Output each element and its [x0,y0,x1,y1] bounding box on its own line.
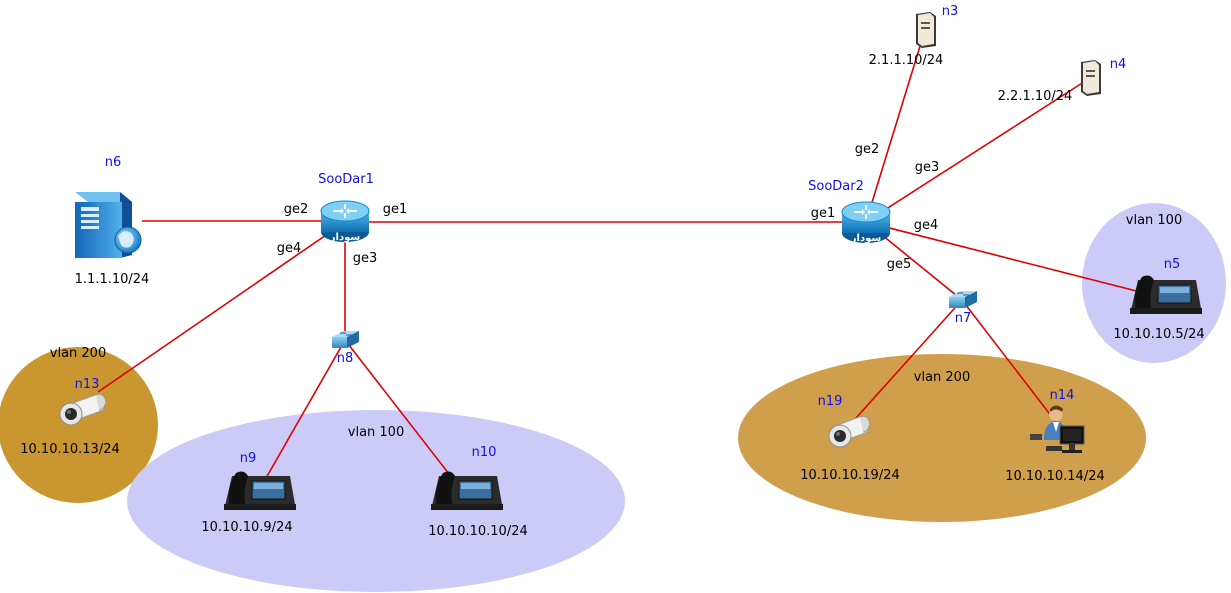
vlan-label-left-100: vlan 100 [348,425,404,440]
link-n7-n14[interactable] [961,299,1063,431]
node-n3[interactable]: n3 2.1.1.10/24 [869,4,959,68]
node-id-n19: n19 [818,394,843,409]
node-id-n5: n5 [1164,257,1181,272]
node-id-n10: n10 [472,445,497,460]
node-id-n9: n9 [240,451,257,466]
camera-icon [828,415,871,448]
router-icon: سودار [320,200,370,243]
iface-soodar2-ge5: ge5 [887,257,912,272]
vlan100-left-area [127,410,625,592]
node-n6[interactable]: n6 1.1.1.10/24 [75,155,150,287]
router-icon: سودار [841,201,891,244]
router-soodar2[interactable]: سودار SooDar2 [808,179,891,244]
node-n19[interactable]: n19 10.10.10.19/24 [800,394,900,483]
node-n8[interactable]: n8 [332,331,359,366]
node-n13[interactable]: n13 10.10.10.13/24 [20,377,120,457]
iface-soodar2-ge4: ge4 [914,218,939,233]
ip-phone-icon [1130,275,1202,314]
vlan-areas [0,203,1226,592]
iface-soodar1-ge2: ge2 [284,202,309,217]
ip-label-n9: 10.10.10.9/24 [201,520,292,535]
ip-phone-icon [431,471,503,510]
ip-phone-icon [224,471,296,510]
iface-soodar1-ge4: ge4 [277,241,302,256]
iface-soodar2-ge1: ge1 [811,206,836,221]
camera-icon [59,393,107,426]
link-soodar2-n5[interactable] [865,221,1161,298]
router-soodar1[interactable]: سودار SooDar1 [318,172,374,243]
vlan-label-right-100: vlan 100 [1126,213,1182,228]
node-n14[interactable]: n14 10.10.10.14/24 [1005,388,1105,484]
iface-soodar2-ge2: ge2 [855,142,880,157]
interface-labels: ge2 ge1 ge4 ge3 ge1 ge2 ge3 ge4 ge5 [277,142,940,272]
iface-soodar1-ge3: ge3 [353,251,378,266]
link-n8-n10[interactable] [344,339,464,493]
router-badge: سودار [329,232,361,243]
host-icon [1081,60,1101,96]
router-badge: سودار [850,233,882,244]
vlan-label-left-200: vlan 200 [50,346,106,361]
node-id-n3: n3 [942,4,959,19]
vlan-labels: vlan 200 vlan 100 vlan 200 vlan 100 [50,213,1182,440]
node-n7[interactable]: n7 [949,291,977,326]
iface-soodar1-ge1: ge1 [383,202,408,217]
switch-icon [332,331,359,348]
link-n8-n9[interactable] [257,339,346,493]
iface-soodar2-ge3: ge3 [915,160,940,175]
link-soodar2-n3[interactable] [865,29,926,223]
link-n7-n19[interactable] [855,299,963,419]
node-id-n13: n13 [75,377,100,392]
switch-icon [949,291,977,308]
host-icon [916,12,936,48]
node-id-n6: n6 [105,155,122,170]
link-soodar2-n4[interactable] [865,77,1091,223]
vlan200-right-area [738,354,1146,522]
router-name-soodar1: SooDar1 [318,172,374,187]
node-n5[interactable]: n5 10.10.10.5/24 [1113,257,1204,342]
router-name-soodar2: SooDar2 [808,179,864,194]
node-n10[interactable]: n10 10.10.10.10/24 [428,445,528,539]
ip-label-n14: 10.10.10.14/24 [1005,469,1105,484]
node-n4[interactable]: n4 2.2.1.10/24 [998,57,1127,104]
ip-label-n5: 10.10.10.5/24 [1113,327,1204,342]
node-id-n14: n14 [1050,388,1075,403]
node-n9[interactable]: n9 10.10.10.9/24 [201,451,296,535]
ip-label-n6: 1.1.1.10/24 [75,272,150,287]
server-icon [75,192,142,258]
ip-label-n13: 10.10.10.13/24 [20,442,120,457]
vlan-label-right-200: vlan 200 [914,370,970,385]
node-id-n7: n7 [955,311,972,326]
ip-label-n3: 2.1.1.10/24 [869,53,944,68]
links [97,29,1161,493]
pc-user-icon [1030,405,1085,453]
node-id-n4: n4 [1110,57,1127,72]
link-soodar1-n13[interactable] [97,221,346,393]
node-id-n8: n8 [337,351,354,366]
ip-label-n4: 2.2.1.10/24 [998,89,1073,104]
vlan200-left-area [0,347,158,503]
ip-label-n10: 10.10.10.10/24 [428,524,528,539]
ip-label-n19: 10.10.10.19/24 [800,468,900,483]
